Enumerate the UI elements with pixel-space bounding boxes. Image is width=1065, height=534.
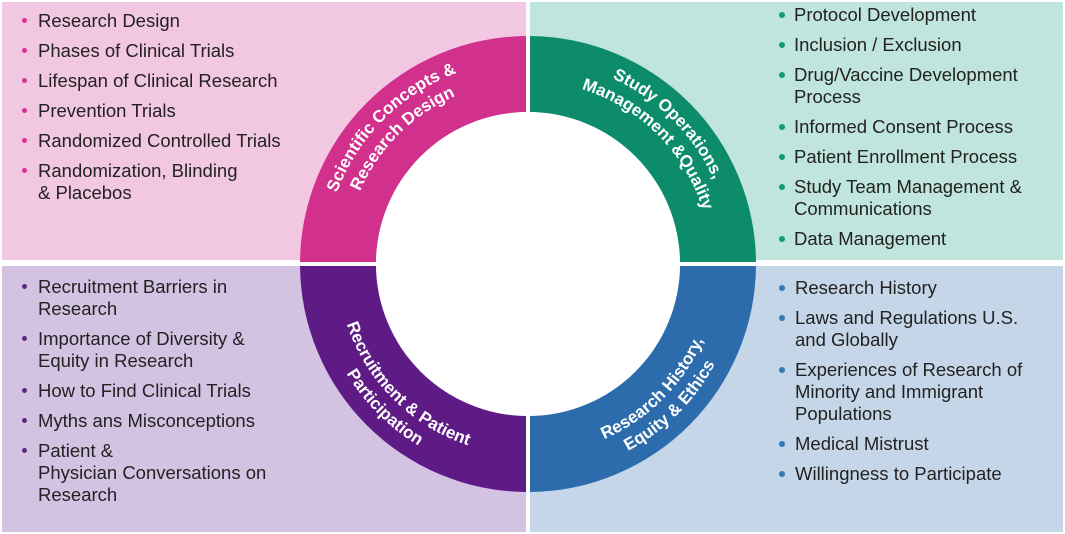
list-item: Phases of Clinical Trials (20, 40, 500, 62)
list-item: Laws and Regulations U.S.and Globally (777, 307, 1057, 351)
list-item: Willingness to Participate (777, 463, 1057, 485)
list-item-text: Physician Conversations on (38, 462, 267, 483)
list-item-text: Randomization, Blinding (38, 160, 238, 181)
list-item-text: Communications (794, 198, 932, 219)
center-circle (376, 112, 680, 416)
list-item: Patient Enrollment Process (777, 146, 1057, 168)
list-item: How to Find Clinical Trials (20, 380, 500, 402)
list-item-text: Protocol Development (794, 4, 977, 25)
list-item-text: Patient Enrollment Process (794, 146, 1018, 167)
list-item-text: Informed Consent Process (794, 116, 1014, 137)
list-item: Myths ans Misconceptions (20, 410, 500, 432)
list-item: Randomized Controlled Trials (20, 130, 500, 152)
list-item-text: & Placebos (38, 182, 132, 203)
list-item: Data Management (777, 228, 1057, 250)
list-item: Randomization, Blinding& Placebos (20, 160, 500, 204)
list-item: Importance of Diversity &Equity in Resea… (20, 328, 500, 372)
list-item-text: Study Team Management & (794, 176, 1022, 197)
research-history-segment (529, 265, 756, 492)
scientific-concepts-segment (300, 36, 527, 263)
list-item-text: Research Design (38, 10, 180, 31)
list-item: Research History (777, 277, 1057, 299)
list-item-text: Experiences of Research of (795, 359, 1023, 380)
list-item-text: Myths ans Misconceptions (38, 410, 255, 431)
list-item-text: Lifespan of Clinical Research (38, 70, 278, 91)
list-item-text: Phases of Clinical Trials (38, 40, 235, 61)
list-item: Prevention Trials (20, 100, 500, 122)
list-item: Protocol Development (777, 4, 1057, 26)
list-item-text: Minority and Immigrant (795, 381, 984, 402)
list-item-text: Process (794, 86, 861, 107)
list-item-text: Patient & (38, 440, 114, 461)
list-item-text: Research History (795, 277, 937, 298)
list-item: Study Team Management &Communications (777, 176, 1057, 220)
list-item: Lifespan of Clinical Research (20, 70, 500, 92)
list-item: Medical Mistrust (777, 433, 1057, 455)
list-item-text: Prevention Trials (38, 100, 176, 121)
list-item-text: Laws and Regulations U.S. (795, 307, 1019, 328)
list-item-text: Inclusion / Exclusion (794, 34, 962, 55)
list-item-text: Data Management (794, 228, 947, 249)
recruitment-segment (300, 265, 527, 492)
study-operations-segment (529, 36, 756, 263)
list-item-text: Research (38, 298, 118, 319)
list-item: Informed Consent Process (777, 116, 1057, 138)
list-item-text: Recruitment Barriers in (38, 276, 228, 297)
list-item-text: Randomized Controlled Trials (38, 130, 281, 151)
list-item-text: Equity in Research (38, 350, 194, 371)
list-item: Inclusion / Exclusion (777, 34, 1057, 56)
list-item-text: and Globally (795, 329, 898, 350)
list-item-text: Importance of Diversity & (38, 328, 245, 349)
list-item-text: How to Find Clinical Trials (38, 380, 251, 401)
list-item-text: Populations (795, 403, 892, 424)
list-item: Research Design (20, 10, 500, 32)
list-item-text: Research (38, 484, 118, 505)
list-item-text: Medical Mistrust (795, 433, 929, 454)
list-item-text: Drug/Vaccine Development (794, 64, 1018, 85)
list-item-text: Willingness to Participate (795, 463, 1002, 484)
